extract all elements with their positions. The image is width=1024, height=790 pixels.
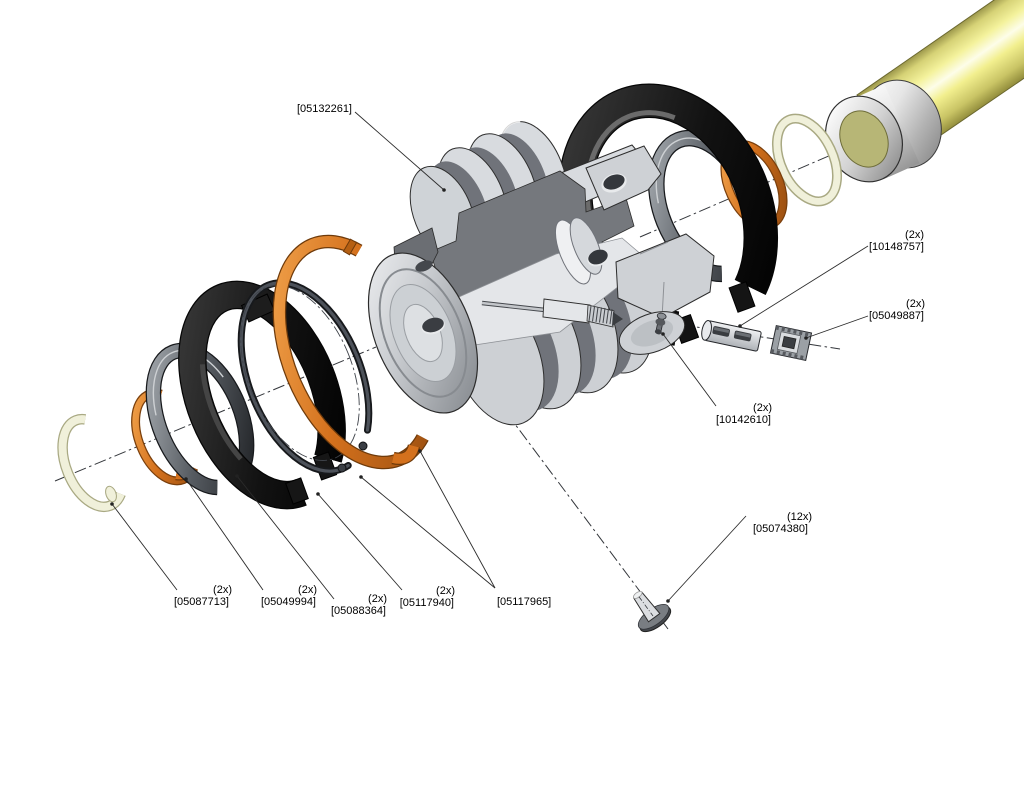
- callout-05049994-number[interactable]: [05049994]: [261, 596, 316, 608]
- radial-axis-screw: [493, 395, 669, 630]
- leader-lines: [111, 111, 869, 602]
- wiper-ring-left[interactable]: [51, 410, 136, 516]
- piston-body-cutaway[interactable]: [347, 112, 715, 439]
- threaded-plug[interactable]: [769, 324, 813, 362]
- callout-05074380-number[interactable]: [05074380]: [753, 523, 808, 535]
- callout-05117965-number[interactable]: [05117965]: [497, 596, 551, 608]
- wire-tip: [337, 463, 347, 473]
- phantom-centerline-ellipse: [240, 285, 360, 461]
- rod-bore-face: [839, 110, 889, 168]
- callout-05117940-number[interactable]: [05117940]: [400, 597, 454, 609]
- callout-05049887-qty: (2x): [906, 298, 925, 310]
- callout-05074380-qty: (12x): [787, 511, 812, 523]
- callouts: [05132261] (2x) [10148757] (2x) [0504988…: [174, 103, 925, 617]
- dowel-pin[interactable]: [653, 312, 667, 335]
- piston-slot: [415, 260, 433, 272]
- callout-10148757-qty: (2x): [905, 229, 924, 241]
- callout-10148757-number[interactable]: [10148757]: [869, 241, 924, 253]
- wiper-ring-end-cap: [105, 485, 117, 503]
- callout-05132261-number[interactable]: [05132261]: [297, 103, 352, 115]
- flat-head-screw[interactable]: [622, 582, 675, 636]
- callout-05049994-qty: (2x): [298, 584, 317, 596]
- seal-ring-copper-large[interactable]: [249, 219, 462, 485]
- callout-05049887-number[interactable]: [05049887]: [869, 310, 924, 322]
- wire-tip: [358, 441, 368, 451]
- energizer-wire-ring[interactable]: [216, 264, 394, 490]
- callout-05117940-qty: (2x): [436, 585, 455, 597]
- callout-05088364-number[interactable]: [05088364]: [331, 605, 386, 617]
- callout-05088364-qty: (2x): [368, 593, 387, 605]
- gray-band-ring-left[interactable]: [135, 337, 265, 501]
- leader-dots: [110, 188, 808, 603]
- callout-05087713-qty: (2x): [213, 584, 232, 596]
- callout-10142610-number[interactable]: [10142610]: [716, 414, 771, 426]
- setscrew-sleeve: [542, 298, 591, 324]
- callout-05087713-number[interactable]: [05087713]: [174, 596, 229, 608]
- callout-10142610-qty: (2x): [753, 402, 772, 414]
- wiper-ring-right[interactable]: [765, 109, 849, 211]
- plug-socket: [781, 335, 797, 350]
- piston-rod[interactable]: [812, 0, 1024, 195]
- slotted-spacer[interactable]: [700, 320, 762, 352]
- piston-right-block: [615, 233, 715, 319]
